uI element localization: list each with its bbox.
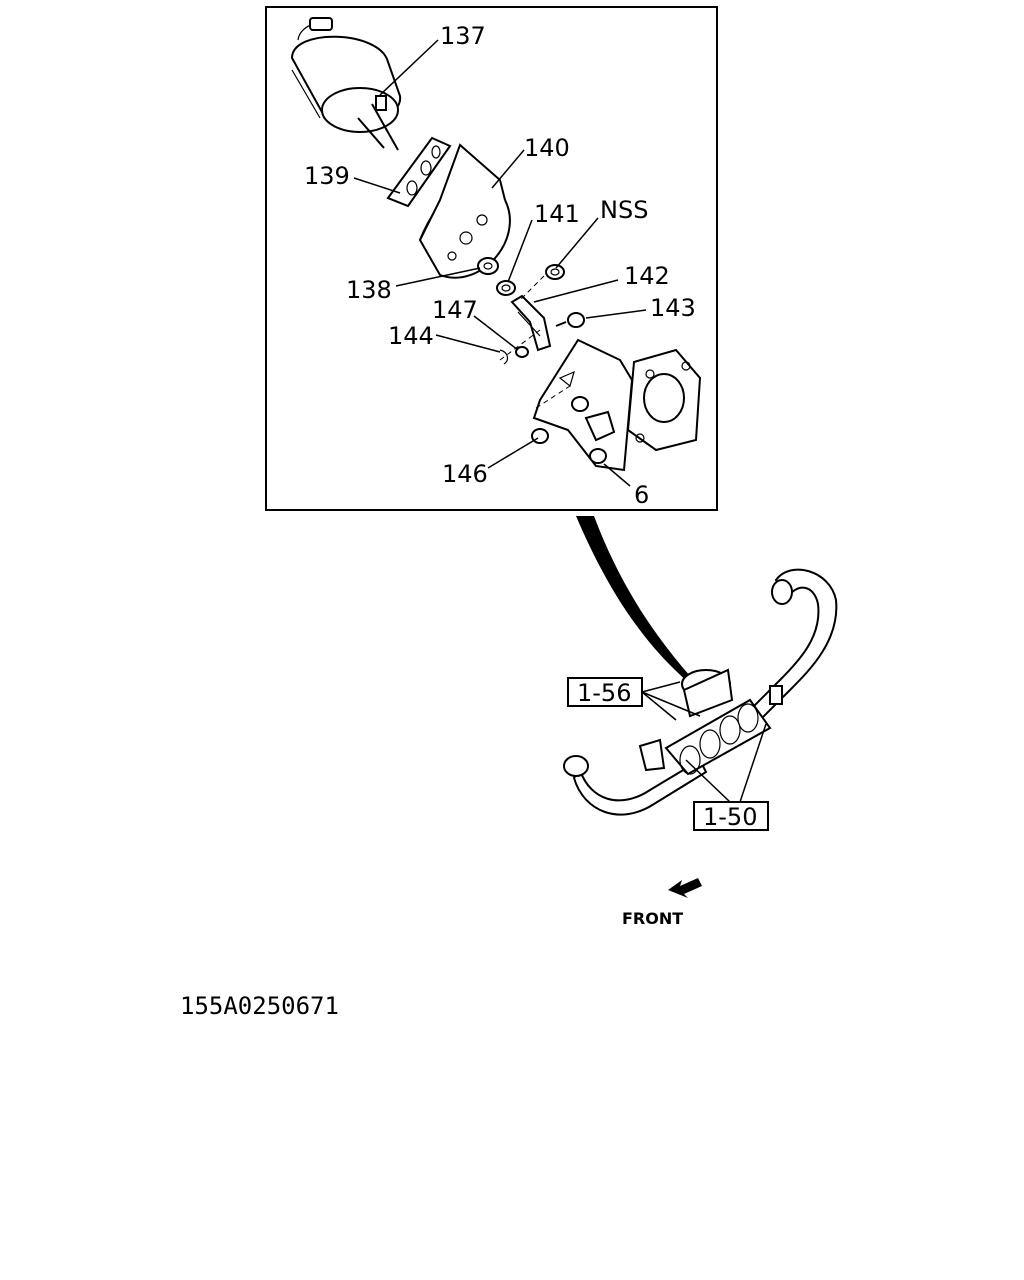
washer-147 [515,346,529,358]
ref-box-1-50: 1-50 [685,723,769,831]
lever-142 [510,294,552,352]
callout-141: 141 [534,200,580,228]
actuator-137 [290,17,402,151]
leader-lines [353,39,647,487]
egr-pipe-assembly [563,568,838,816]
nut-138 [477,257,499,275]
nut-nss [545,264,565,280]
detail-pointer [576,516,690,682]
callout-144: 144 [388,322,434,350]
ref-box-1-56: 1-56 [567,677,701,721]
callout-146: 146 [442,460,488,488]
callout-140: 140 [524,134,570,162]
pin-144 [499,349,509,365]
assembly-dash-lines [499,275,571,409]
callout-137: 137 [440,22,486,50]
bolt-143 [555,312,585,328]
nut-141 [496,280,516,296]
callout-6: 6 [634,481,649,509]
ref-label-1-50: 1-50 [703,803,757,831]
callout-138: 138 [346,276,392,304]
valve-body-6 [531,338,702,472]
front-arrow-icon [668,878,702,898]
detail-frame [265,6,718,511]
callout-142: 142 [624,262,670,290]
front-label: FRONT [622,909,683,928]
callout-139: 139 [304,162,350,190]
callout-nss: NSS [600,196,648,224]
callout-147: 147 [432,296,478,324]
figure-code: 155A0250671 [180,992,339,1020]
gasket-139 [386,136,452,208]
bracket-140 [418,143,511,279]
ref-label-1-56: 1-56 [577,679,631,707]
callout-143: 143 [650,294,696,322]
